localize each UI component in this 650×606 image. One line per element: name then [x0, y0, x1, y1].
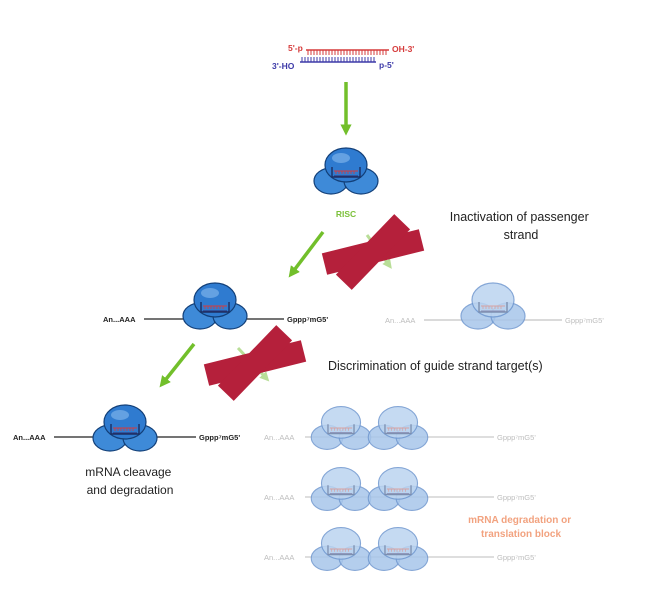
polya-label: An...AAA: [264, 433, 294, 442]
risc-complex: [367, 467, 429, 511]
cap-label: Gppp⁷mG5': [287, 315, 328, 324]
polya-label: An...AAA: [385, 316, 415, 325]
sirna-bottom-right: p-5': [379, 60, 394, 70]
arrow-target-to-cleavage: [159, 342, 196, 388]
risc-complex: [460, 282, 526, 330]
cross-icon: [203, 325, 307, 401]
inactivation-label: Inactivation of passenger strand: [450, 210, 592, 242]
risc-complex: [367, 406, 429, 450]
cross-icon: [321, 214, 425, 290]
risc-complex: [313, 147, 379, 195]
polya-label: An...AAA: [13, 433, 46, 442]
cleavage-label: mRNA cleavage and degradation: [85, 465, 174, 497]
sirna-top-left: 5'-p: [288, 43, 303, 53]
risc-complex: [367, 527, 429, 571]
cap-label: Gppp⁷mG5': [565, 316, 604, 325]
risc-complex: [182, 282, 248, 330]
polya-label: An...AAA: [264, 553, 294, 562]
sirna-bottom-left: 3'-HO: [272, 61, 295, 71]
arrow-risc-to-target: [288, 230, 325, 278]
cap-label: Gppp⁷mG5': [497, 553, 536, 562]
risc-complex: [310, 467, 372, 511]
discrimination-label: Discrimination of guide strand target(s): [328, 359, 543, 373]
risc-complex: [310, 527, 372, 571]
sirna-top-right: OH-3': [392, 44, 414, 54]
cap-label: Gppp⁷mG5': [497, 433, 536, 442]
risc-complex: [92, 404, 158, 452]
polya-label: An...AAA: [103, 315, 136, 324]
risc-complex: [310, 406, 372, 450]
polya-label: An...AAA: [264, 493, 294, 502]
translation-block-label: mRNA degradation or translation block: [468, 515, 574, 540]
sirna-duplex: 5'-p OH-3' 3'-HO p-5': [272, 43, 414, 71]
cap-label: Gppp⁷mG5': [199, 433, 240, 442]
cap-label: Gppp⁷mG5': [497, 493, 536, 502]
risc-label: RISC: [336, 209, 356, 219]
